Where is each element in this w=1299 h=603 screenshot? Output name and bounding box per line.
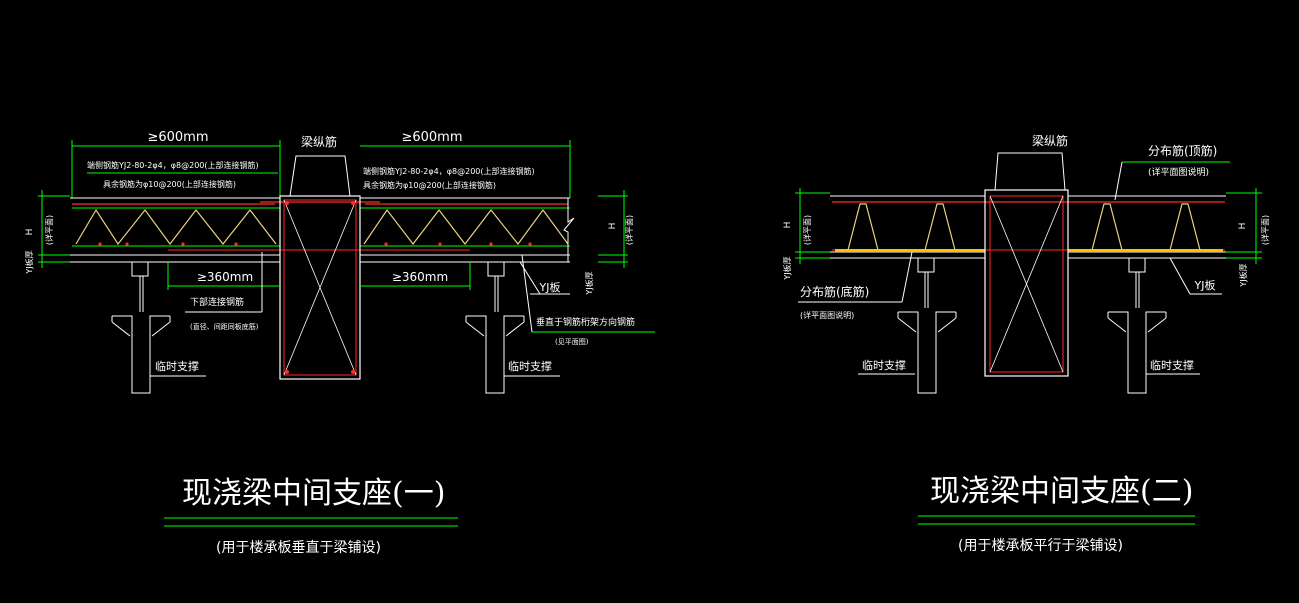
truss-sections — [847, 203, 1201, 251]
svg-text:(详平面): (详平面) — [624, 215, 634, 245]
svg-text:H: H — [783, 222, 793, 229]
detail-left: ≥600mm ≥600mm 梁纵筋 端侧钢筋YJ2-80-2φ4，φ8@200(… — [24, 130, 655, 556]
svg-text:YJ板: YJ板 — [1194, 278, 1216, 292]
svg-text:(详平面): (详平面) — [44, 215, 54, 245]
beam-section — [279, 195, 361, 380]
right-subtitle: (用于楼承板平行于梁铺设) — [958, 538, 1123, 554]
svg-text:临时支撑: 临时支撑 — [1150, 358, 1194, 372]
beam-stirrup — [283, 199, 357, 376]
svg-text:YJ板厚: YJ板厚 — [1238, 263, 1248, 287]
right-title: 现浇梁中间支座(二) — [930, 474, 1193, 509]
svg-text:(直径、间距同板底筋): (直径、间距同板底筋) — [190, 322, 259, 331]
svg-text:临时支撑: 临时支撑 — [155, 359, 199, 373]
svg-text:≥360mm: ≥360mm — [392, 270, 448, 284]
svg-text:下部连接钢筋: 下部连接钢筋 — [190, 296, 244, 308]
note-left-2: 具余钢筋为φ10@200(上部连接钢筋) — [103, 179, 236, 189]
svg-text:≥360mm: ≥360mm — [197, 270, 253, 284]
dim-600-left-label: ≥600mm — [147, 130, 208, 145]
svg-text:(详平面): (详平面) — [1260, 215, 1270, 245]
dim-600-left — [71, 140, 281, 198]
svg-text:(见平面图): (见平面图) — [555, 338, 589, 346]
beam-rebar-label: 梁纵筋 — [301, 134, 337, 149]
dim-600-right-label: ≥600mm — [401, 130, 462, 145]
left-title: 现浇梁中间支座(一) — [182, 476, 445, 511]
svg-text:垂直于钢筋桁架方向钢筋: 垂直于钢筋桁架方向钢筋 — [536, 316, 635, 328]
svg-text:YJ板: YJ板 — [539, 280, 561, 294]
svg-text:YJ板厚: YJ板厚 — [584, 271, 594, 295]
svg-text:H: H — [1238, 223, 1248, 230]
note-right-1: 端侧钢筋YJ2-80-2φ4，φ8@200(上部连接钢筋) — [363, 166, 535, 176]
top-rebar-left — [72, 201, 568, 205]
temp-support-left — [111, 261, 171, 394]
left-subtitle: (用于楼承板垂直于梁铺设) — [216, 539, 381, 556]
truss-left — [75, 208, 277, 246]
svg-text:临时支撑: 临时支撑 — [862, 358, 906, 372]
svg-text:临时支撑: 临时支撑 — [508, 359, 552, 373]
slab-outline-left — [70, 197, 570, 263]
beam-rebar-leader — [289, 155, 351, 197]
svg-text:H: H — [25, 229, 35, 236]
detail-right: 梁纵筋 分布筋(顶筋) (详平面图说明) — [782, 133, 1270, 554]
svg-text:H: H — [608, 223, 618, 230]
temp-support-right — [465, 261, 525, 394]
dim-600-right — [360, 140, 571, 198]
truss-right — [363, 208, 569, 245]
svg-text:分布筋(顶筋): 分布筋(顶筋) — [1148, 143, 1217, 158]
svg-text:分布筋(底筋): 分布筋(底筋) — [800, 284, 869, 299]
svg-text:(详平面): (详平面) — [802, 215, 812, 245]
note-right-2: 具余钢筋为φ10@200(上部连接钢筋) — [363, 180, 496, 190]
svg-text:(详平面图说明): (详平面图说明) — [800, 310, 854, 320]
svg-text:(详平面图说明): (详平面图说明) — [1148, 166, 1209, 178]
svg-text:YJ板厚: YJ板厚 — [24, 250, 34, 274]
svg-text:YJ板厚: YJ板厚 — [782, 256, 792, 280]
svg-text:梁纵筋: 梁纵筋 — [1032, 133, 1068, 148]
note-left-1: 端侧钢筋YJ2-80-2φ4，φ8@200(上部连接钢筋) — [87, 160, 259, 170]
